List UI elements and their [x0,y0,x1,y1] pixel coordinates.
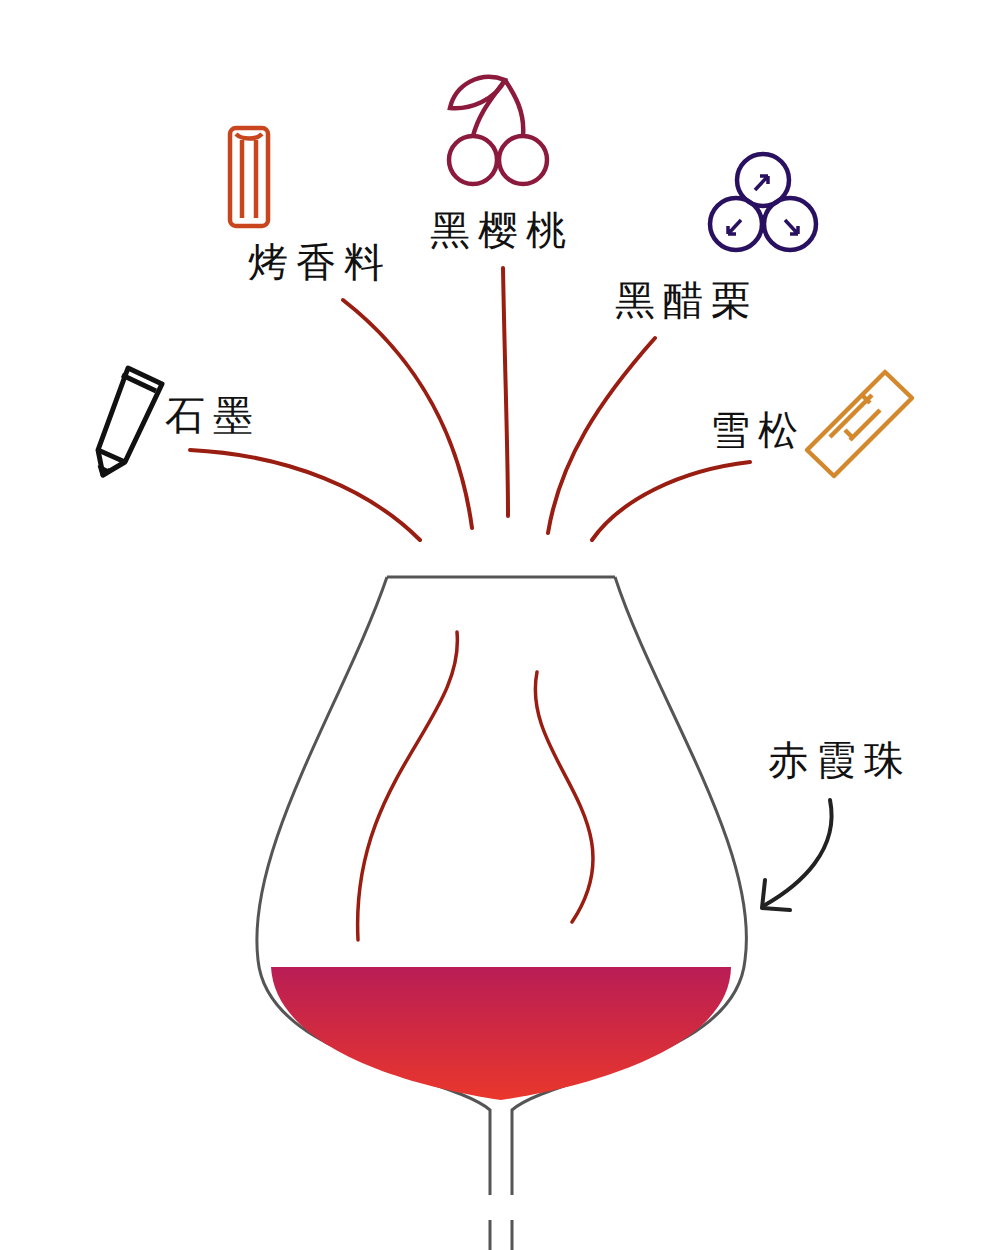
glass-outline [257,577,747,1250]
aroma-label: 烤香料 [248,240,392,284]
aroma-label: 黑樱桃 [430,208,574,252]
aroma-label: 雪松 [710,408,806,452]
callout-arrow [762,800,832,910]
cedar-icon [807,372,912,476]
cherry-icon [449,77,547,184]
wine [271,967,731,1100]
aroma-label: 赤霞珠 [768,738,912,782]
aroma-label: 石墨 [165,393,261,437]
aroma-swirls [358,632,593,940]
pencil-icon [98,368,162,475]
aroma-label: 黑醋栗 [615,278,759,322]
cinnamon-icon [230,128,268,226]
blackcurrant-icon [710,154,816,250]
